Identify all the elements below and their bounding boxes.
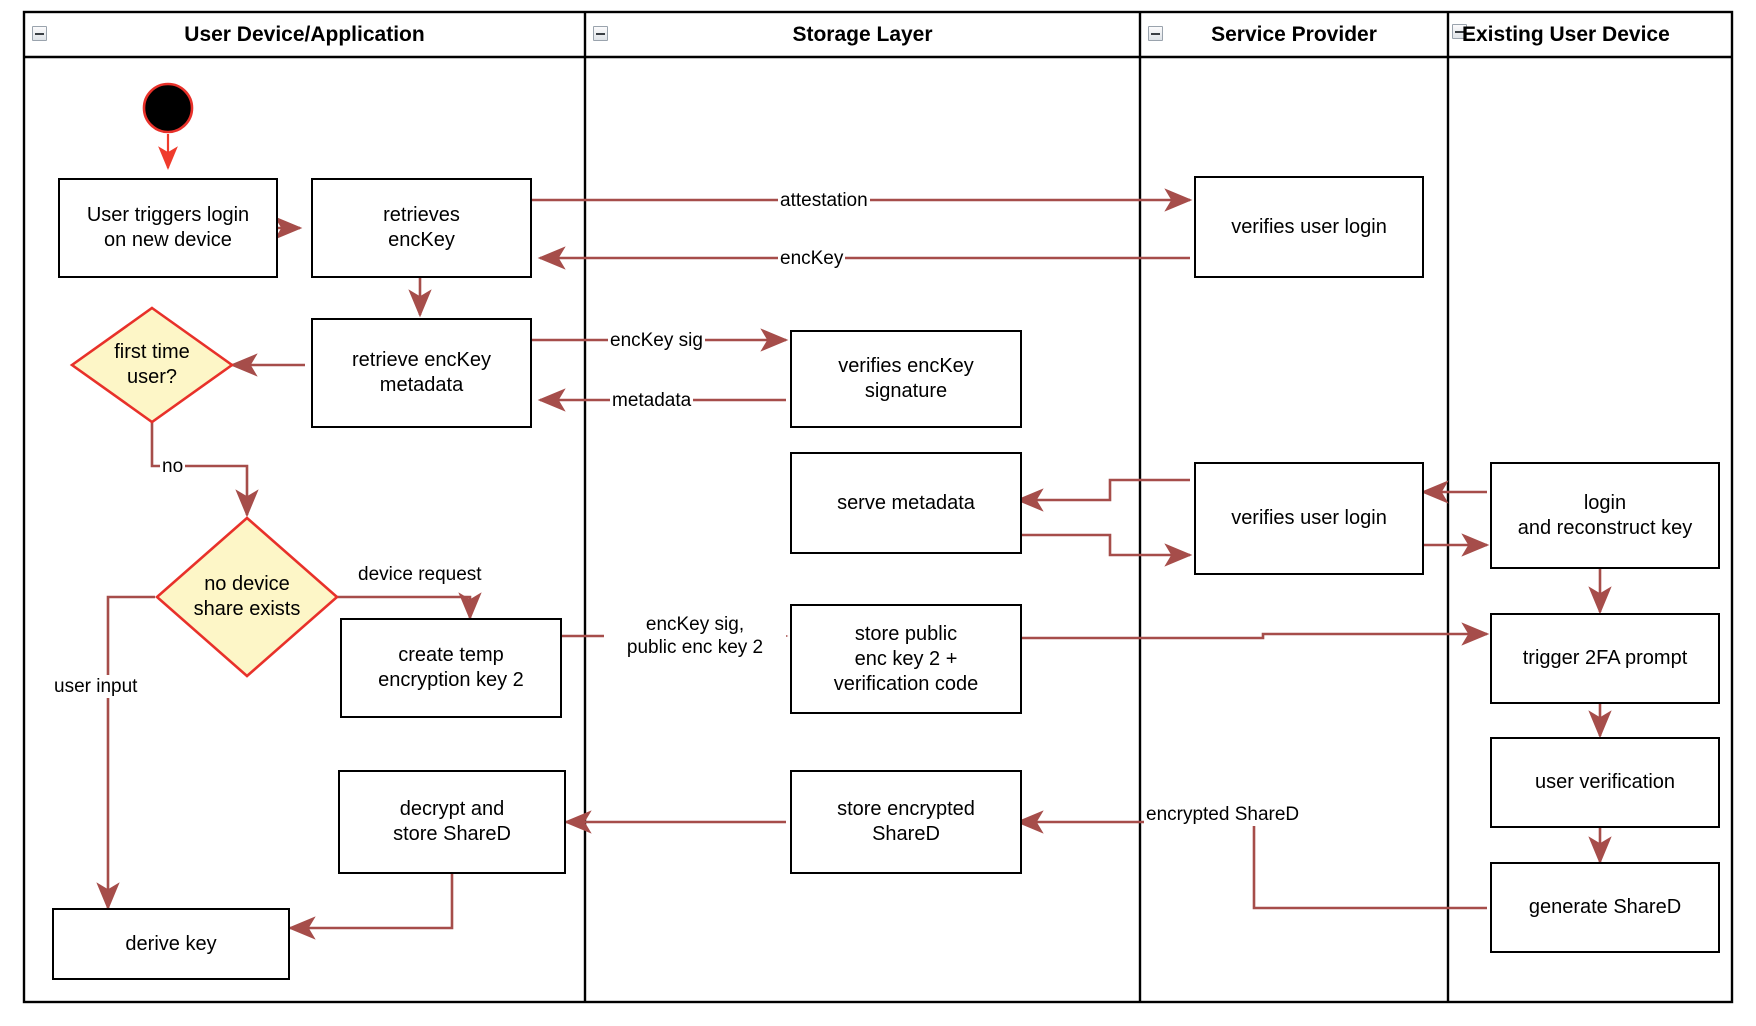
edge-no-branch	[150, 422, 259, 518]
initial-node	[142, 82, 194, 134]
collapse-icon-lane-service-provider[interactable]	[1148, 26, 1163, 41]
node-trigger-2fa-prompt[interactable]: trigger 2FA prompt	[1490, 613, 1720, 704]
edge-label-enckey-sig-public-enc-key-2: encKey sig, public enc key 2	[604, 613, 786, 659]
edge-label-enckey-sig: encKey sig	[608, 329, 705, 352]
lane-title-existing-device: Existing User Device	[1462, 23, 1670, 46]
node-retrieve-enckey-metadata[interactable]: retrieve encKey metadata	[311, 318, 532, 428]
edge-label-encrypted-shared: encrypted ShareD	[1144, 803, 1302, 826]
edge-decrypt-to-derive-key	[287, 874, 454, 940]
node-user-verification[interactable]: user verification	[1490, 737, 1720, 828]
node-retrieves-enckey[interactable]: retrieves encKey	[311, 178, 532, 278]
node-store-public-enc-key-2[interactable]: store public enc key 2 + verification co…	[790, 604, 1022, 714]
edge-label-no: no	[160, 455, 186, 478]
node-decrypt-and-store-shared[interactable]: decrypt and store ShareD	[338, 770, 566, 874]
edge-label-device-request: device request	[356, 563, 484, 586]
edge-device-request	[337, 592, 482, 621]
node-user-triggers-login[interactable]: User triggers login on new device	[58, 178, 278, 278]
node-login-and-reconstruct-key[interactable]: login and reconstruct key	[1490, 462, 1720, 569]
collapse-icon-lane-existing-device[interactable]	[1452, 24, 1467, 39]
edge-store-public-key-to-2fa	[1018, 622, 1490, 646]
edge-encrypted-shared	[1015, 810, 1487, 910]
node-serve-metadata[interactable]: serve metadata	[790, 452, 1022, 554]
node-derive-key[interactable]: derive key	[52, 908, 290, 980]
node-create-temp-encryption-key-2[interactable]: create temp encryption key 2	[340, 618, 562, 718]
node-verifies-user-login-2[interactable]: verifies user login	[1194, 462, 1424, 575]
lane-title-user-device: User Device/Application	[184, 23, 425, 46]
edge-label-metadata: metadata	[610, 389, 694, 412]
collapse-icon-lane-user-device[interactable]	[32, 26, 47, 41]
edge-serve-metadata-to-verifies	[1018, 533, 1193, 567]
collapse-icon-lane-storage[interactable]	[593, 26, 608, 41]
swimlane-frame	[22, 10, 1734, 1004]
edge-label-enckey: encKey	[778, 247, 846, 270]
edge-label-user-input: user input	[52, 675, 140, 698]
decision-first-time-user-shape[interactable]	[69, 306, 235, 424]
edge-user-input	[96, 595, 155, 911]
edge-label-attestation: attestation	[778, 189, 870, 212]
lane-title-storage: Storage Layer	[792, 23, 933, 46]
node-generate-shared[interactable]: generate ShareD	[1490, 862, 1720, 953]
node-store-encrypted-shared[interactable]: store encrypted ShareD	[790, 770, 1022, 874]
edge-verifies-to-serve-metadata	[1015, 478, 1190, 512]
decision-no-device-share-shape[interactable]	[155, 516, 339, 678]
lane-title-service-provider: Service Provider	[1211, 23, 1377, 46]
node-verifies-user-login-1[interactable]: verifies user login	[1194, 176, 1424, 278]
node-verifies-enckey-signature[interactable]: verifies encKey signature	[790, 330, 1022, 428]
